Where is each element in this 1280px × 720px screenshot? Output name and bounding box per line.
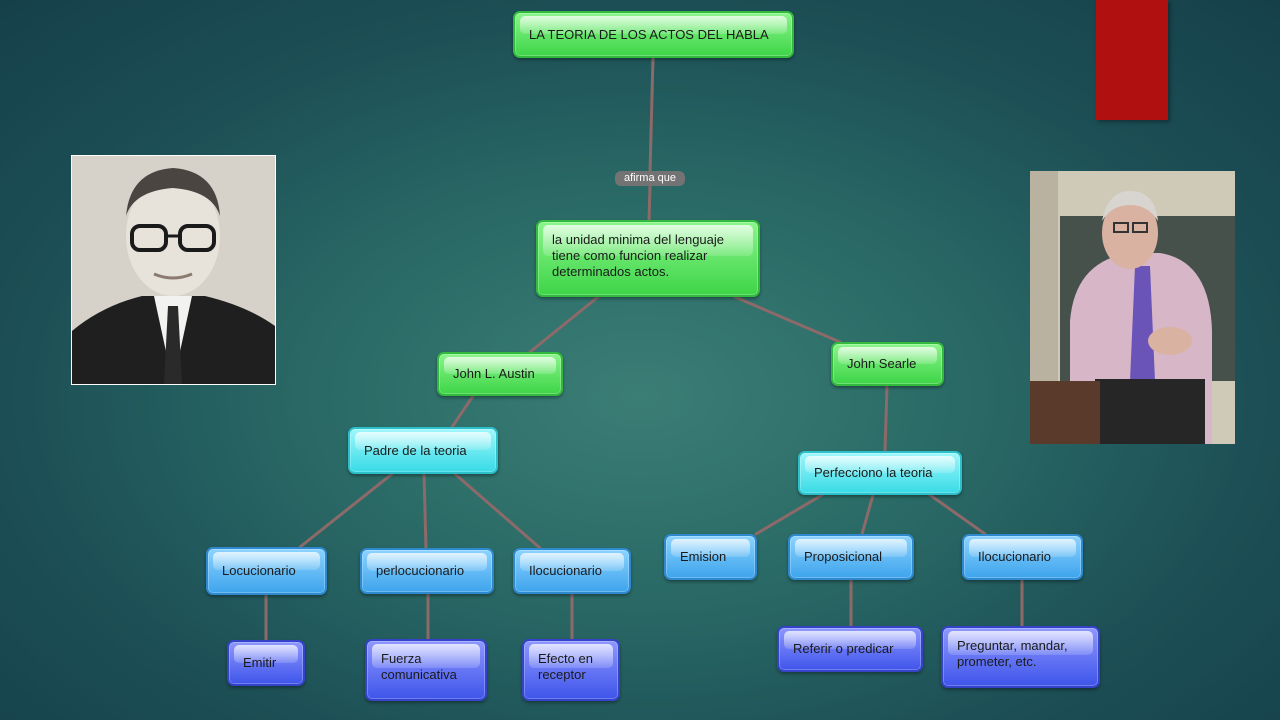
central-idea-node[interactable]: la unidad minima del lenguaje tiene como… [536, 220, 760, 297]
efecto-en-receptor-label: Efecto en receptor [538, 651, 593, 682]
searle-photo-image [1030, 171, 1235, 444]
connector-austin-perlocucionario [422, 472, 428, 550]
title-node-label: LA TEORIA DE LOS ACTOS DEL HABLA [529, 26, 769, 42]
connector-label-central [647, 184, 652, 222]
link-label-afirma-que: afirma que [615, 171, 685, 186]
connector-austin-role [450, 394, 475, 429]
central-idea-label: la unidad minima del lenguaje tiene como… [552, 232, 725, 279]
austin-act-ilocucionario-label: Ilocucionario [529, 563, 602, 578]
searle-act-proposicional-label: Proposicional [804, 549, 883, 564]
searle-act-emision-label: Emision [680, 549, 727, 564]
preguntar-mandar-label: Preguntar, mandar, prometer, etc. [957, 638, 1068, 669]
searle-act-ilocucionario-node[interactable]: Ilocucionario [962, 534, 1083, 580]
connector-central-austin [528, 295, 600, 354]
searle-role-label: Perfecciono la teoria [814, 465, 933, 480]
connector-title-label [648, 56, 655, 174]
austin-act-locucionario-label: Locucionario [222, 563, 296, 578]
preguntar-mandar-node[interactable]: Preguntar, mandar, prometer, etc. [941, 626, 1100, 688]
connector-searle-role [883, 384, 889, 453]
connector-searle-ilocucionario [928, 493, 987, 536]
austin-act-perlocucionario-node[interactable]: perlocucionario [360, 548, 494, 594]
searle-act-proposicional-node[interactable]: Proposicional [788, 534, 914, 580]
austin-act-perlocucionario-label: perlocucionario [376, 563, 465, 578]
decorative-red-bar [1096, 0, 1168, 120]
searle-act-ilocucionario-label: Ilocucionario [978, 549, 1051, 564]
fuerza-comunicativa-label: Fuerza comunicativa [381, 651, 457, 682]
fuerza-comunicativa-node[interactable]: Fuerza comunicativa [365, 639, 487, 701]
connector-searle-proposicional [860, 493, 875, 536]
searle-role-node[interactable]: Perfecciono la teoria [798, 451, 962, 495]
efecto-en-receptor-node[interactable]: Efecto en receptor [522, 639, 620, 701]
referir-o-predicar-node[interactable]: Referir o predicar [777, 626, 923, 672]
emitir-label: Emitir [243, 655, 277, 670]
connector-central-searle [733, 295, 842, 344]
searle-node-label: John Searle [847, 356, 917, 371]
connector-searle-emision [754, 493, 824, 536]
austin-node[interactable]: John L. Austin [437, 352, 563, 396]
austin-node-label: John L. Austin [453, 366, 535, 381]
austin-portrait-image [71, 155, 276, 385]
searle-node[interactable]: John Searle [831, 342, 944, 386]
emitir-node[interactable]: Emitir [227, 640, 305, 686]
searle-act-emision-node[interactable]: Emision [664, 534, 757, 580]
title-node[interactable]: LA TEORIA DE LOS ACTOS DEL HABLA [513, 11, 794, 58]
austin-act-locucionario-node[interactable]: Locucionario [206, 547, 327, 595]
austin-act-ilocucionario-node[interactable]: Ilocucionario [513, 548, 631, 594]
austin-role-label: Padre de la teoria [364, 442, 467, 458]
austin-role-node[interactable]: Padre de la teoria [348, 427, 498, 474]
referir-o-predicar-label: Referir o predicar [793, 641, 894, 656]
connector-austin-locucionario [298, 472, 394, 549]
connector-austin-ilocucionario [453, 472, 542, 550]
